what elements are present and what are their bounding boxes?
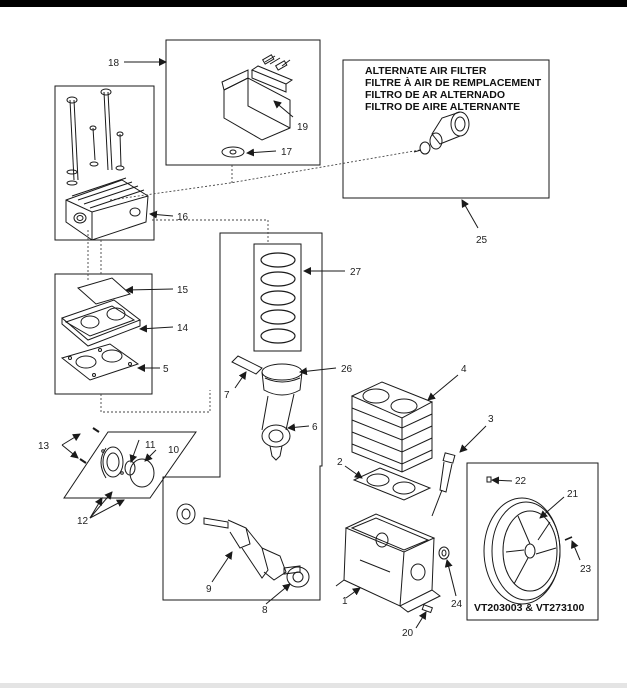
callout-23: 23 bbox=[580, 564, 592, 575]
callout-6: 6 bbox=[312, 422, 318, 433]
callout-24: 24 bbox=[451, 599, 463, 610]
callout-labels: 1 2 3 4 5 6 7 8 9 10 11 12 13 14 15 16 1… bbox=[38, 58, 592, 639]
callout-1: 1 bbox=[342, 596, 348, 607]
callout-14: 14 bbox=[177, 323, 189, 334]
callout-21: 21 bbox=[567, 489, 579, 500]
callout-15: 15 bbox=[177, 285, 189, 296]
callout-8: 8 bbox=[262, 605, 268, 616]
filter-bracket-part bbox=[221, 54, 294, 158]
callout-19: 19 bbox=[297, 122, 309, 133]
model-numbers: VT203003 & VT273100 bbox=[474, 602, 584, 614]
box-piston-crank bbox=[162, 232, 323, 601]
alternate-filter-line-1: ALTERNATE AIR FILTER bbox=[365, 65, 487, 77]
crankcase-part bbox=[335, 513, 441, 613]
callout-10: 10 bbox=[168, 445, 180, 456]
breather-part bbox=[438, 546, 450, 560]
piston-rod-part bbox=[231, 355, 303, 461]
alternate-filter-line-2: FILTRE À AIR DE REMPLACEMENT bbox=[365, 76, 542, 89]
callout-4: 4 bbox=[461, 364, 467, 375]
callout-5: 5 bbox=[163, 364, 169, 375]
callout-2: 2 bbox=[337, 457, 343, 468]
callout-25: 25 bbox=[476, 235, 488, 246]
dotted-leaders bbox=[87, 149, 421, 413]
seal-assembly-part bbox=[79, 427, 155, 488]
gasket-stack-part bbox=[60, 277, 142, 381]
top-band bbox=[0, 0, 627, 7]
alternate-filter-part bbox=[413, 111, 470, 155]
bottom-band bbox=[0, 683, 627, 688]
leader-lines bbox=[61, 58, 581, 629]
cylinder-block-part bbox=[350, 381, 434, 473]
callout-17: 17 bbox=[281, 147, 293, 158]
callout-11: 11 bbox=[145, 440, 156, 451]
callout-12: 12 bbox=[77, 516, 89, 527]
callout-16: 16 bbox=[177, 212, 189, 223]
cylinder-head-part bbox=[65, 88, 149, 241]
callout-9: 9 bbox=[206, 584, 212, 595]
drain-plug-part bbox=[421, 604, 434, 614]
dipstick-part bbox=[431, 452, 456, 517]
alternate-filter-line-4: FILTRO DE AIRE ALTERNANTE bbox=[365, 101, 520, 113]
callout-26: 26 bbox=[341, 364, 353, 375]
cylinder-gasket-part bbox=[352, 467, 432, 501]
callout-22: 22 bbox=[515, 476, 527, 487]
alternate-filter-line-3: FILTRO DE AR ALTERNADO bbox=[365, 89, 505, 101]
box-flywheel bbox=[466, 462, 599, 621]
callout-13: 13 bbox=[38, 441, 50, 452]
callout-20: 20 bbox=[402, 628, 414, 639]
callout-3: 3 bbox=[488, 414, 494, 425]
piston-rings-part bbox=[260, 252, 296, 344]
callout-18: 18 bbox=[108, 58, 120, 69]
crankshaft-part bbox=[176, 503, 310, 588]
box-gaskets bbox=[54, 273, 153, 395]
box-filter-bracket bbox=[165, 39, 321, 166]
box-rings bbox=[253, 243, 302, 352]
callout-7: 7 bbox=[224, 390, 230, 401]
box-alternate-filter bbox=[342, 59, 550, 199]
flywheel-part bbox=[483, 476, 573, 605]
callout-27: 27 bbox=[350, 267, 362, 278]
box-head bbox=[54, 85, 155, 241]
box-seal bbox=[63, 431, 197, 499]
